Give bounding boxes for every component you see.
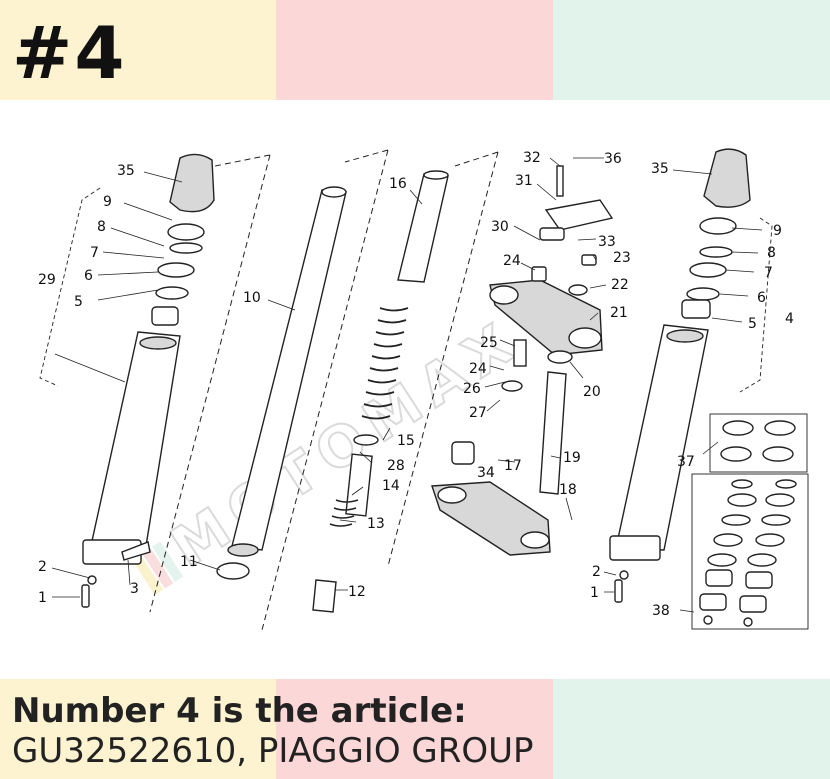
kit-37-seals: [720, 420, 796, 462]
callout-label: 21: [610, 305, 628, 321]
frame-left: [149, 154, 271, 613]
callout-label: 15: [397, 433, 415, 449]
callout-label: 6: [757, 290, 766, 306]
left-fork-leg: [81, 153, 215, 608]
handlebar-clamp: [539, 165, 614, 241]
upper-tube: [397, 170, 449, 283]
header-color-band: [0, 0, 830, 100]
damper-rod: [312, 453, 373, 613]
caption-headline: Number 4 is the article:: [12, 691, 467, 731]
callout-label: 10: [243, 290, 261, 306]
kit-box-38: [691, 473, 809, 630]
kit-box-37: [709, 413, 808, 473]
callout-label: 7: [764, 265, 773, 281]
callout-label: 16: [389, 176, 407, 192]
callout-label: 11: [180, 554, 198, 570]
callout-label: 35: [117, 163, 135, 179]
frame-right: [387, 151, 499, 567]
callout-label: 6: [84, 268, 93, 284]
callout-label: 34: [477, 465, 495, 481]
callout-label: 8: [97, 219, 106, 235]
callout-label: 4: [785, 311, 794, 327]
fork-tube: [216, 186, 347, 580]
callout-label: 26: [463, 381, 481, 397]
callout-label: 12: [348, 584, 366, 600]
callout-label: 3: [130, 581, 139, 597]
callout-label: 2: [592, 564, 601, 580]
callout-label: 5: [74, 294, 83, 310]
steering-stem: [431, 339, 573, 556]
callout-label: 31: [515, 173, 533, 189]
callout-label: 14: [382, 478, 400, 494]
callout-label: 29: [38, 272, 56, 288]
leader-lines: [51, 157, 763, 613]
callout-label: 32: [523, 150, 541, 166]
callout-label: 9: [773, 223, 782, 239]
callout-label: 30: [491, 219, 509, 235]
callout-label: 19: [563, 450, 581, 466]
callout-label: 17: [504, 458, 522, 474]
spring: [353, 307, 409, 446]
upper-triple-clamp: [489, 254, 603, 356]
callout-label: 2: [38, 559, 47, 575]
exploded-parts-diagram: MOTOMAX: [38, 148, 809, 631]
callout-label: 13: [367, 516, 385, 532]
frame-middle: [261, 149, 389, 631]
callout-labels: 35 9 8 7 29 6 5 2 1 3 11 10 16 15 28 14 …: [38, 150, 794, 619]
callout-label: 1: [38, 590, 47, 606]
callout-label: 36: [604, 151, 622, 167]
callout-label: 28: [387, 458, 405, 474]
callout-label: 1: [590, 585, 599, 601]
bracket-4: [739, 217, 773, 393]
callout-label: 5: [748, 316, 757, 332]
callout-label: 24: [469, 361, 487, 377]
callout-label: 7: [90, 245, 99, 261]
callout-label: 37: [677, 454, 695, 470]
kit-38-parts: [699, 479, 797, 627]
bracket-29: [39, 187, 101, 387]
right-fork-leg: [609, 148, 751, 603]
callout-label: 20: [583, 384, 601, 400]
callout-label: 35: [651, 161, 669, 177]
callout-label: 24: [503, 253, 521, 269]
callout-label: 23: [613, 250, 631, 266]
callout-label: 38: [652, 603, 670, 619]
page-title: #4: [12, 11, 127, 95]
watermark-text: MOTOMAX: [160, 307, 532, 580]
caption-article-number: GU32522610, PIAGGIO GROUP: [12, 731, 534, 771]
callout-label: 18: [559, 482, 577, 498]
footer-color-band: [0, 679, 830, 779]
callout-label: 8: [767, 245, 776, 261]
callout-label: 9: [103, 194, 112, 210]
callout-label: 22: [611, 277, 629, 293]
callout-label: 33: [598, 234, 616, 250]
callout-label: 25: [480, 335, 498, 351]
callout-label: 27: [469, 405, 487, 421]
